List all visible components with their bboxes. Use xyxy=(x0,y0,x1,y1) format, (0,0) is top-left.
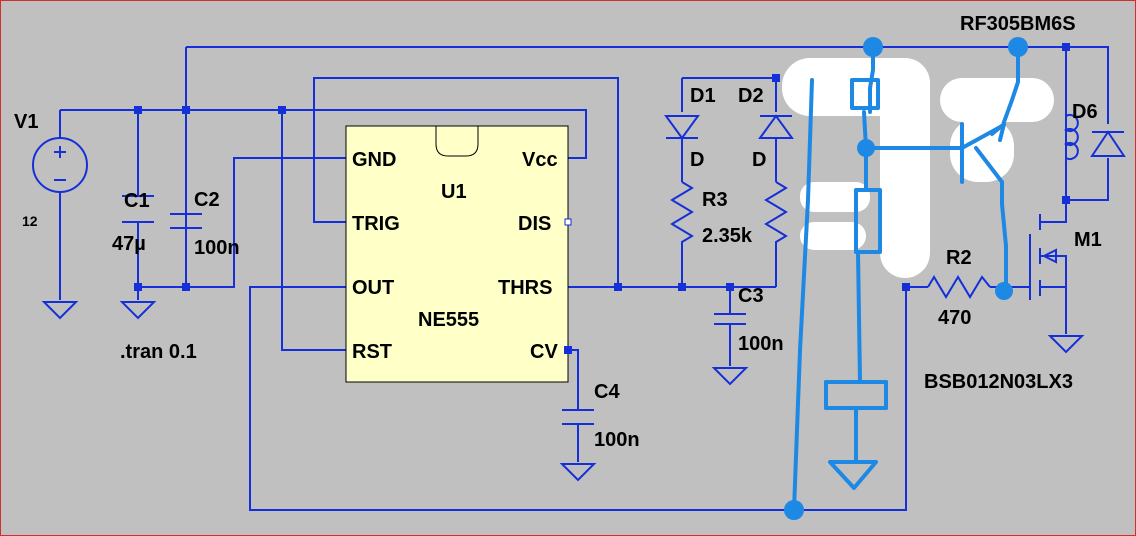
d6-name: D6 xyxy=(1072,101,1098,123)
wire-supply-rst xyxy=(60,109,346,351)
c4-symbol xyxy=(562,409,594,425)
junction-dots xyxy=(134,43,1070,354)
c2-symbol xyxy=(170,213,202,229)
c4-value: 100n xyxy=(594,429,640,451)
pin-trig: TRIG xyxy=(352,213,400,235)
c1-value: 47µ xyxy=(112,233,146,255)
c3-value: 100n xyxy=(738,333,784,355)
u1-name: U1 xyxy=(441,181,467,203)
wire-cv xyxy=(568,349,579,410)
wire-trig-loop xyxy=(313,77,619,287)
q-model: RF305BM6S xyxy=(960,13,1076,35)
pin-vcc: Vcc xyxy=(522,149,558,171)
pen-dots xyxy=(784,37,1028,520)
wire-m1-body xyxy=(1040,255,1067,287)
d2-symbol xyxy=(758,114,794,139)
wire-vcc-loop xyxy=(282,109,587,159)
r4-symbol xyxy=(764,181,788,248)
r2-name: R2 xyxy=(946,247,972,269)
wire-d6-bottom xyxy=(1066,158,1109,201)
c4-name: C4 xyxy=(594,381,620,403)
pin-rst: RST xyxy=(352,341,392,363)
wire-top-rail-d6 xyxy=(1066,46,1109,124)
wire-top-rail xyxy=(186,46,1067,200)
ground-symbols xyxy=(41,301,1085,482)
wire-out-loop xyxy=(249,286,907,511)
pin-dis: DIS xyxy=(518,213,551,235)
c3-symbol xyxy=(714,313,746,325)
m1-symbol xyxy=(1039,214,1057,296)
pin-out: OUT xyxy=(352,277,394,299)
pin-thrs: THRS xyxy=(498,277,552,299)
d1-symbol xyxy=(664,115,700,140)
r3-symbol xyxy=(670,181,694,248)
d2-model: D xyxy=(752,149,766,171)
d6-symbol xyxy=(1090,130,1126,157)
c2-name: C2 xyxy=(194,189,220,211)
r3-name: R3 xyxy=(702,189,728,211)
r2-symbol xyxy=(927,275,991,299)
u1-model: NE555 xyxy=(418,309,479,331)
c1-name: C1 xyxy=(124,190,150,212)
d2-name: D2 xyxy=(738,85,764,107)
wire-m1-drain xyxy=(1040,200,1067,223)
spice-directive: .tran 0.1 xyxy=(120,341,197,363)
r2-value: 470 xyxy=(938,307,971,329)
d1-name: D1 xyxy=(690,85,716,107)
v1-source-symbol xyxy=(32,137,88,193)
m1-name: M1 xyxy=(1074,229,1102,251)
c1-symbol xyxy=(122,195,154,223)
m1-model: BSB012N03LX3 xyxy=(924,371,1073,393)
pin-gnd: GND xyxy=(352,149,396,171)
d1-model: D xyxy=(690,149,704,171)
v1-value: 12 xyxy=(22,213,38,229)
c2-value: 100n xyxy=(194,237,240,259)
c3-name: C3 xyxy=(738,285,764,307)
v1-name: V1 xyxy=(14,111,38,133)
pin-cv: CV xyxy=(530,341,558,363)
coil-symbol xyxy=(1063,114,1079,160)
u1-ic-body xyxy=(345,125,572,383)
pen-annotations xyxy=(792,45,1020,512)
whiteout-blobs xyxy=(782,58,1054,278)
r3-value: 2.35k xyxy=(702,225,753,247)
wire-m1-source xyxy=(1040,286,1067,334)
